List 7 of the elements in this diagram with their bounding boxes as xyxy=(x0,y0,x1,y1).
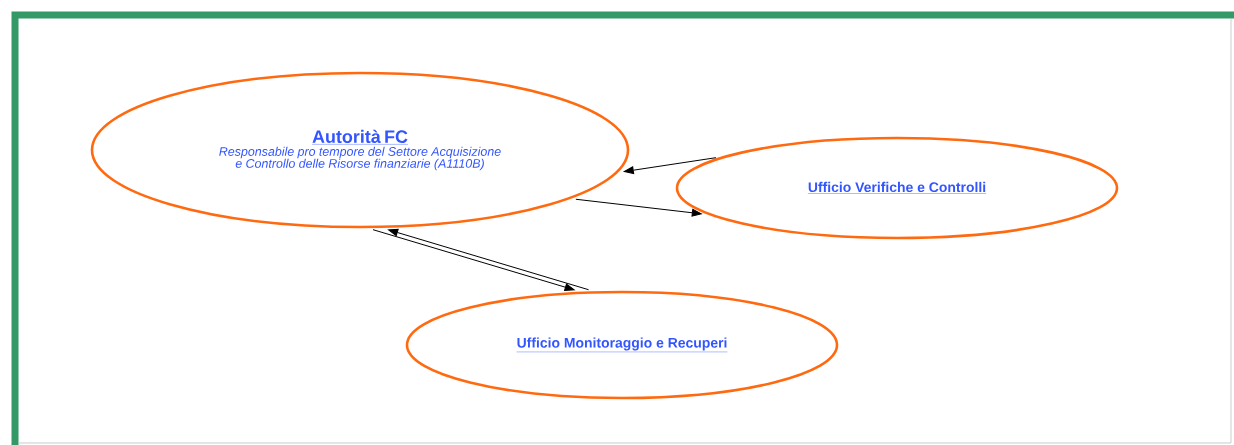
ellipse-node: Ufficio Monitoraggio e Recuperi xyxy=(405,290,839,400)
arrow xyxy=(623,157,717,175)
arrow xyxy=(575,198,702,217)
arrow xyxy=(388,228,590,291)
ellipse-node: Autorità FC Responsabile pro tempore del Settore Acquisizione e Controllo delle Risorse finanziarie (A1110B) xyxy=(90,71,630,229)
arrow xyxy=(372,229,575,292)
ellipse-node: Ufficio Verifiche e Controlli xyxy=(675,136,1119,240)
